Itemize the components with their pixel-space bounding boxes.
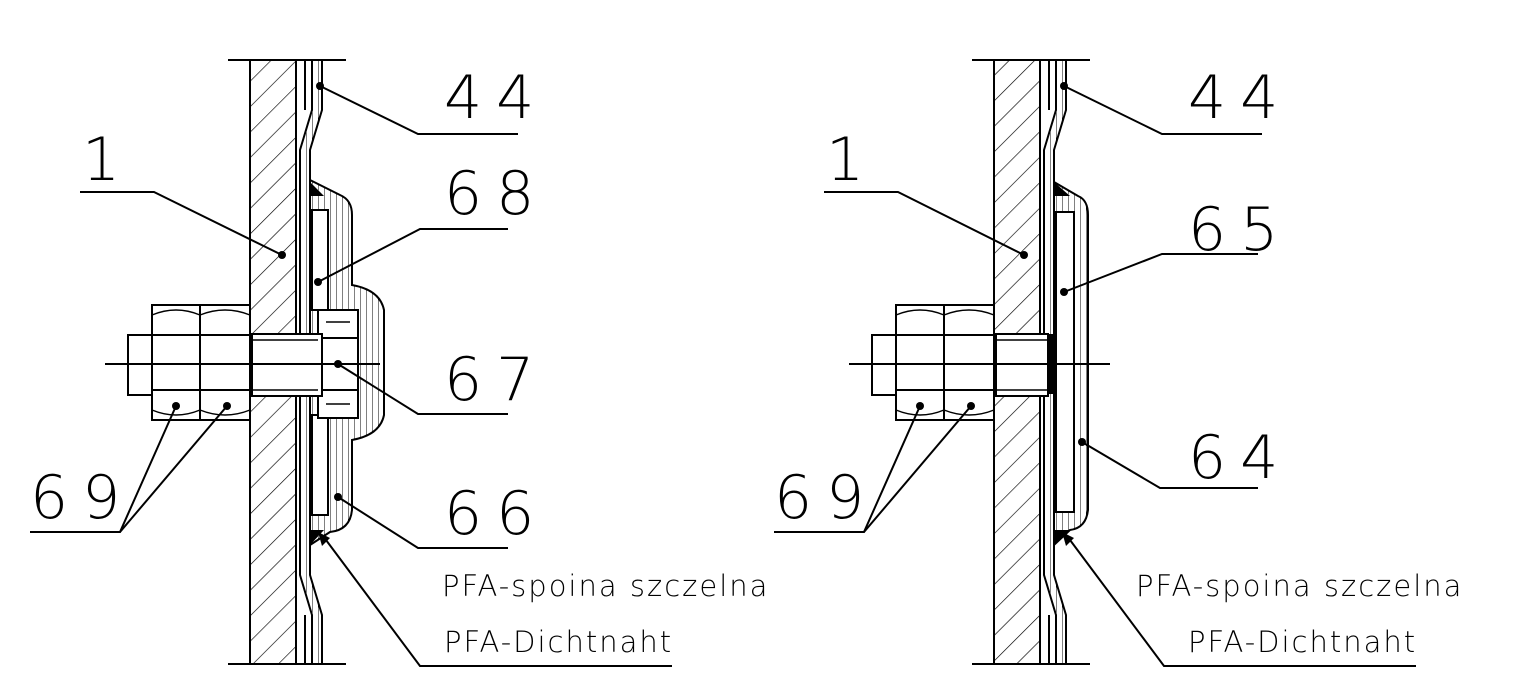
label-nuts-right: 69 — [774, 463, 878, 533]
note-weld-pl: PFA-spoina szczelna — [442, 569, 769, 603]
label-nuts: 69 — [30, 463, 134, 533]
label-cover: 65 — [1188, 195, 1292, 265]
label-bolt-head: 67 — [444, 345, 548, 415]
label-wall: 1 — [82, 125, 134, 195]
left-view: 44 1 68 67 69 66 PFA-spoina szczelna PFA… — [30, 59, 769, 667]
label-lining: 44 — [444, 63, 548, 133]
label-wall-right: 1 — [826, 125, 878, 195]
bolt-assembly-right — [849, 304, 1110, 421]
lining-section — [299, 59, 323, 665]
label-seal-ring: 66 — [444, 479, 548, 549]
leader-lines-left — [30, 82, 672, 667]
bolt-assembly — [105, 304, 380, 421]
leader-lines-right — [774, 82, 1416, 667]
note-weld-de: PFA-Dichtnaht — [444, 625, 673, 659]
label-flange: 68 — [444, 159, 548, 229]
note-weld-pl-right: PFA-spoina szczelna — [1136, 569, 1463, 603]
label-insert: 64 — [1188, 423, 1292, 493]
lining-section-right — [1043, 59, 1067, 665]
label-lining-right: 44 — [1188, 63, 1292, 133]
note-weld-de-right: PFA-Dichtnaht — [1188, 625, 1417, 659]
right-view: 44 1 65 69 64 PFA-spoina szczelna PFA-Di… — [774, 59, 1463, 667]
